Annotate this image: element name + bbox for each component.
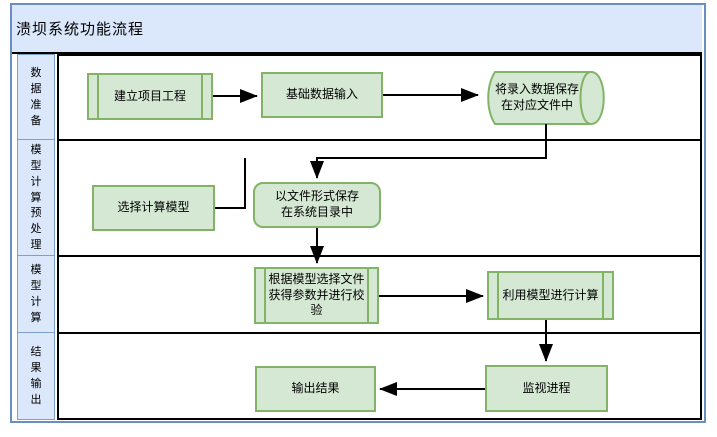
title-divider: [12, 52, 702, 54]
node-label: 根据模型选择文件获得参数并进行校验: [268, 271, 365, 318]
node-select-model[interactable]: 选择计算模型: [92, 185, 215, 231]
node-get-params-verify[interactable]: 根据模型选择文件获得参数并进行校验: [254, 267, 379, 324]
node-label: 选择计算模型: [117, 200, 190, 215]
lane-label-model-calculation[interactable]: 模型计算: [17, 255, 55, 333]
node-label: 将录入数据保存在对应文件中: [494, 82, 579, 112]
node-label: 利用模型进行计算: [502, 287, 599, 302]
node-label: 监视进程: [522, 380, 571, 395]
node-output-result[interactable]: 输出结果: [255, 366, 376, 412]
node-create-project[interactable]: 建立项目工程: [87, 73, 213, 120]
node-label: 输出结果: [291, 381, 340, 396]
node-save-to-file[interactable]: 将录入数据保存在对应文件中: [481, 70, 613, 126]
lane-label-text: 结果输出: [30, 345, 42, 406]
lane-divider-3: [57, 332, 702, 334]
node-label: 基础数据输入: [285, 87, 358, 102]
lane-divider-2: [57, 255, 702, 257]
node-label: 以文件形式保存在系统目录中: [274, 189, 359, 219]
lane-label-text: 模型计算: [30, 263, 42, 324]
lane-label-data-preparation[interactable]: 数据准备: [17, 54, 55, 140]
node-run-model[interactable]: 利用模型进行计算: [487, 271, 614, 320]
diagram-title: 溃坝系统功能流程: [16, 20, 145, 38]
diagram-title-bar: 溃坝系统功能流程: [12, 5, 702, 52]
node-label: 建立项目工程: [113, 88, 186, 103]
lane-label-model-preprocessing[interactable]: 模型计算预处理: [17, 139, 55, 256]
lane-label-text: 数据准备: [30, 66, 42, 127]
lane-label-result-output[interactable]: 结果输出: [17, 332, 55, 420]
direct-access-storage-shape: [487, 71, 605, 125]
lane-label-text: 模型计算预处理: [30, 142, 42, 252]
node-basic-data-input[interactable]: 基础数据输入: [261, 72, 383, 118]
lane-divider-1: [57, 139, 702, 141]
node-monitor-process[interactable]: 监视进程: [485, 365, 608, 412]
node-save-system-directory[interactable]: 以文件形式保存在系统目录中: [253, 182, 381, 228]
